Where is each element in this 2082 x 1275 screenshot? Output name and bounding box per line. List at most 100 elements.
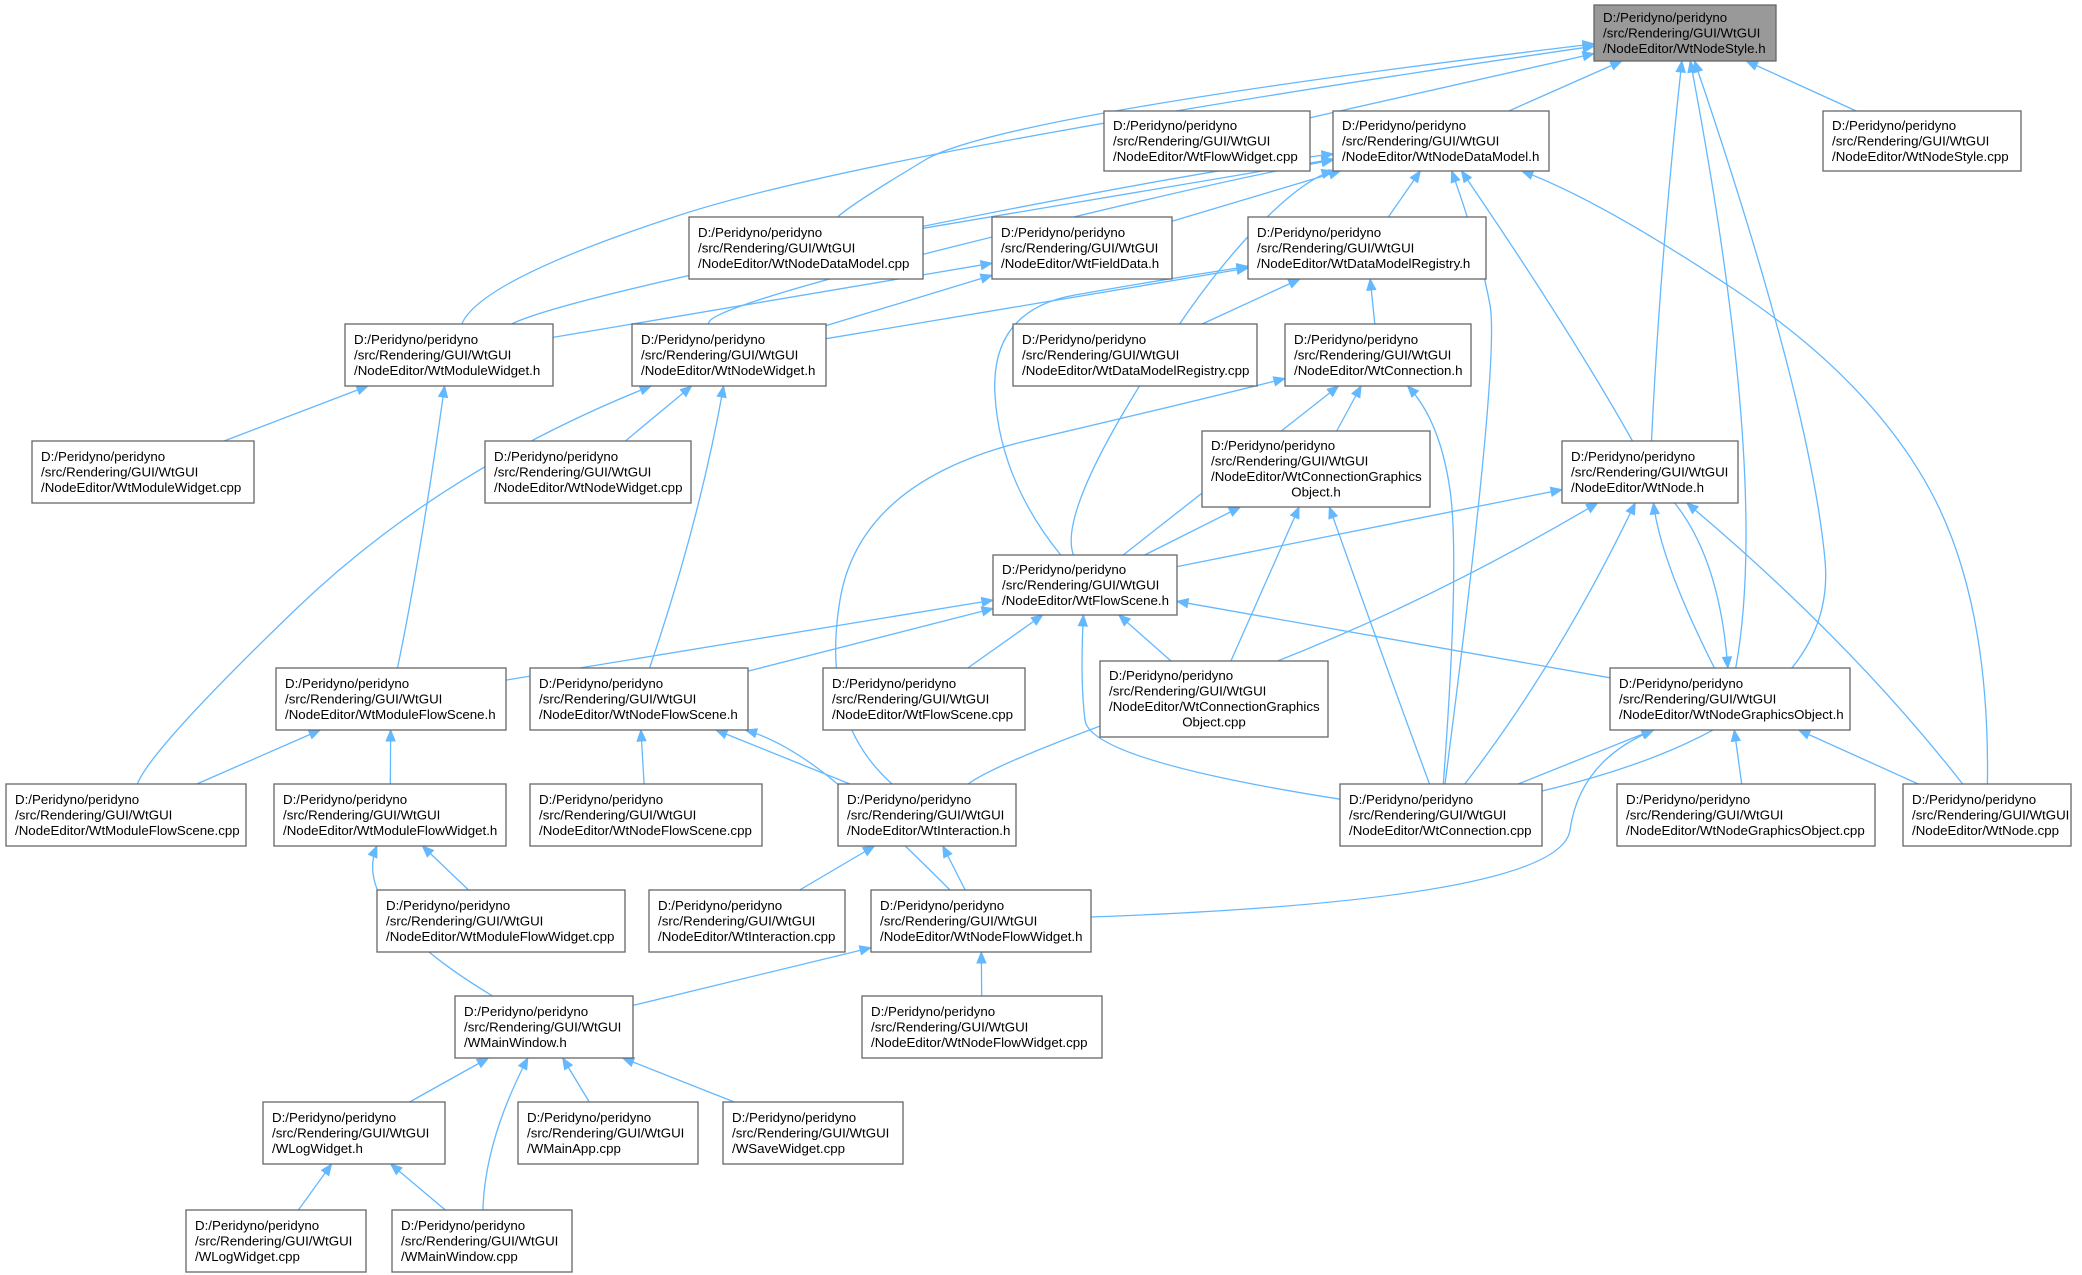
arrowhead-icon — [320, 1162, 333, 1177]
edge-n33-to-n31 — [409, 1057, 489, 1103]
graph-node-n20[interactable]: D:/Peridyno/peridyno/src/Rendering/GUI/W… — [1609, 667, 1851, 731]
edge-n25-to-n0 — [1541, 60, 1827, 792]
node-box — [529, 667, 749, 731]
graph-node-n15[interactable]: D:/Peridyno/peridyno/src/Rendering/GUI/W… — [992, 554, 1178, 616]
edge-n27-to-n14 — [1686, 502, 1964, 785]
node-box — [870, 889, 1092, 953]
arrowhead-icon — [1077, 613, 1089, 627]
node-box — [1332, 110, 1550, 172]
graph-node-n22[interactable]: D:/Peridyno/peridyno/src/Rendering/GUI/W… — [273, 783, 507, 847]
node-label-line: D:/Peridyno/peridyno — [195, 1218, 319, 1233]
arrowhead-icon — [562, 1056, 574, 1071]
edge-n17-to-n8 — [648, 385, 725, 669]
node-box — [861, 995, 1103, 1059]
arrowhead-icon — [1320, 150, 1335, 161]
node-box — [722, 1101, 904, 1165]
node-label-line: /src/Rendering/GUI/WtGUI — [1619, 691, 1776, 706]
edge-n25-to-n20 — [1517, 729, 1654, 785]
node-label-line: /NodeEditor/WtNodeFlowScene.cpp — [539, 823, 752, 838]
graph-node-n5[interactable]: D:/Peridyno/peridyno/src/Rendering/GUI/W… — [991, 216, 1173, 280]
node-label-line: D:/Peridyno/peridyno — [272, 1110, 396, 1125]
node-label-line: D:/Peridyno/peridyno — [1571, 449, 1695, 464]
graph-node-n17[interactable]: D:/Peridyno/peridyno/src/Rendering/GUI/W… — [529, 667, 749, 731]
node-label-line: D:/Peridyno/peridyno — [871, 1004, 995, 1019]
node-label-line: /src/Rendering/GUI/WtGUI — [41, 464, 198, 479]
node-label-line: /NodeEditor/WtModuleFlowWidget.h — [283, 823, 497, 838]
arrowhead-icon — [638, 385, 653, 396]
node-label-line: D:/Peridyno/peridyno — [527, 1110, 651, 1125]
node-label-line: D:/Peridyno/peridyno — [386, 898, 510, 913]
graph-node-n31[interactable]: D:/Peridyno/peridyno/src/Rendering/GUI/W… — [454, 995, 634, 1059]
node-label-line: /NodeEditor/WtNodeFlowScene.h — [539, 707, 738, 722]
graph-node-n6[interactable]: D:/Peridyno/peridyno/src/Rendering/GUI/W… — [1247, 216, 1487, 280]
node-label-line: D:/Peridyno/peridyno — [1626, 792, 1750, 807]
node-label-line: /NodeEditor/WtNodeWidget.cpp — [494, 480, 682, 495]
edge-n25-to-n14 — [1464, 502, 1636, 785]
graph-node-n10[interactable]: D:/Peridyno/peridyno/src/Rendering/GUI/W… — [1284, 323, 1472, 387]
edge-n18-to-n15 — [967, 614, 1043, 669]
graph-node-n16[interactable]: D:/Peridyno/peridyno/src/Rendering/GUI/W… — [275, 667, 507, 731]
arrowhead-icon — [385, 728, 396, 742]
node-label-line: /src/Rendering/GUI/WtGUI — [1912, 807, 2069, 822]
node-label-line: /src/Rendering/GUI/WtGUI — [283, 807, 440, 822]
graph-node-n24[interactable]: D:/Peridyno/peridyno/src/Rendering/GUI/W… — [837, 783, 1017, 847]
arrowhead-icon — [1549, 486, 1564, 498]
node-box — [1099, 660, 1329, 738]
graph-node-n23[interactable]: D:/Peridyno/peridyno/src/Rendering/GUI/W… — [529, 783, 763, 847]
node-label-line: /NodeEditor/WtNodeStyle.h — [1603, 41, 1766, 56]
arrowhead-icon — [1693, 59, 1704, 74]
graph-node-n4[interactable]: D:/Peridyno/peridyno/src/Rendering/GUI/W… — [688, 216, 924, 280]
node-label-line: /NodeEditor/WtModuleWidget.cpp — [41, 480, 241, 495]
graph-node-n7[interactable]: D:/Peridyno/peridyno/src/Rendering/GUI/W… — [344, 323, 554, 387]
node-label-line: D:/Peridyno/peridyno — [1211, 438, 1335, 453]
arrowhead-icon — [1745, 60, 1760, 71]
node-label-line: /src/Rendering/GUI/WtGUI — [464, 1019, 621, 1034]
graph-node-n36[interactable]: D:/Peridyno/peridyno/src/Rendering/GUI/W… — [185, 1209, 367, 1273]
graph-node-n12[interactable]: D:/Peridyno/peridyno/src/Rendering/GUI/W… — [484, 440, 692, 504]
graph-node-n19[interactable]: D:/Peridyno/peridyno/src/Rendering/GUI/W… — [1099, 660, 1329, 738]
graph-node-n37[interactable]: D:/Peridyno/peridyno/src/Rendering/GUI/W… — [391, 1209, 573, 1273]
arrowhead-icon — [421, 845, 435, 858]
node-box — [1284, 323, 1472, 387]
graph-node-n26[interactable]: D:/Peridyno/peridyno/src/Rendering/GUI/W… — [1616, 783, 1876, 847]
graph-node-n9[interactable]: D:/Peridyno/peridyno/src/Rendering/GUI/W… — [1012, 323, 1258, 387]
node-label-line: D:/Peridyno/peridyno — [1257, 225, 1381, 240]
graph-node-n32[interactable]: D:/Peridyno/peridyno/src/Rendering/GUI/W… — [861, 995, 1103, 1059]
graph-node-n29[interactable]: D:/Peridyno/peridyno/src/Rendering/GUI/W… — [648, 889, 846, 953]
edge-n24-to-n17 — [715, 729, 851, 785]
node-label-line: D:/Peridyno/peridyno — [1342, 118, 1466, 133]
graph-node-n28[interactable]: D:/Peridyno/peridyno/src/Rendering/GUI/W… — [376, 889, 626, 953]
node-label-line: /src/Rendering/GUI/WtGUI — [880, 913, 1037, 928]
graph-node-n3[interactable]: D:/Peridyno/peridyno/src/Rendering/GUI/W… — [1822, 110, 2022, 172]
graph-node-n0[interactable]: D:/Peridyno/peridyno/src/Rendering/GUI/W… — [1593, 4, 1777, 62]
node-label-line: /NodeEditor/WtNodeDataModel.h — [1342, 149, 1539, 164]
graph-node-n14[interactable]: D:/Peridyno/peridyno/src/Rendering/GUI/W… — [1561, 440, 1739, 504]
arrowhead-icon — [1366, 277, 1377, 291]
graph-node-n35[interactable]: D:/Peridyno/peridyno/src/Rendering/GUI/W… — [722, 1101, 904, 1165]
graph-node-n34[interactable]: D:/Peridyno/peridyno/src/Rendering/GUI/W… — [517, 1101, 699, 1165]
node-label-line: /src/Rendering/GUI/WtGUI — [15, 807, 172, 822]
arrowhead-icon — [942, 844, 953, 859]
graph-node-n25[interactable]: D:/Peridyno/peridyno/src/Rendering/GUI/W… — [1339, 783, 1543, 847]
edge-n20-to-n14 — [1652, 502, 1715, 669]
node-label-line: /NodeEditor/WtNodeGraphicsObject.cpp — [1626, 823, 1865, 838]
graph-node-n18[interactable]: D:/Peridyno/peridyno/src/Rendering/GUI/W… — [822, 667, 1026, 731]
graph-node-n13[interactable]: D:/Peridyno/peridyno/src/Rendering/GUI/W… — [1201, 430, 1431, 508]
node-label-line: /src/Rendering/GUI/WtGUI — [1109, 684, 1266, 699]
edge-n19-to-n15 — [1118, 614, 1172, 662]
graph-node-n27[interactable]: D:/Peridyno/peridyno/src/Rendering/GUI/W… — [1902, 783, 2072, 847]
graph-node-n11[interactable]: D:/Peridyno/peridyno/src/Rendering/GUI/W… — [31, 440, 255, 504]
graph-node-n8[interactable]: D:/Peridyno/peridyno/src/Rendering/GUI/W… — [631, 323, 827, 387]
edge-n4-to-n0 — [837, 43, 1595, 218]
graph-node-n2[interactable]: D:/Peridyno/peridyno/src/Rendering/GUI/W… — [1332, 110, 1550, 172]
node-label-line: /NodeEditor/WtNodeStyle.cpp — [1832, 149, 2009, 164]
node-label-line: Object.h — [1291, 485, 1341, 500]
arrowhead-icon — [437, 384, 449, 399]
graph-node-n33[interactable]: D:/Peridyno/peridyno/src/Rendering/GUI/W… — [262, 1101, 446, 1165]
node-label-line: D:/Peridyno/peridyno — [464, 1004, 588, 1019]
graph-node-n21[interactable]: D:/Peridyno/peridyno/src/Rendering/GUI/W… — [5, 783, 247, 847]
graph-node-n1[interactable]: D:/Peridyno/peridyno/src/Rendering/GUI/W… — [1103, 110, 1311, 172]
graph-node-n30[interactable]: D:/Peridyno/peridyno/src/Rendering/GUI/W… — [870, 889, 1092, 953]
edge-n16-to-n15 — [505, 599, 994, 681]
